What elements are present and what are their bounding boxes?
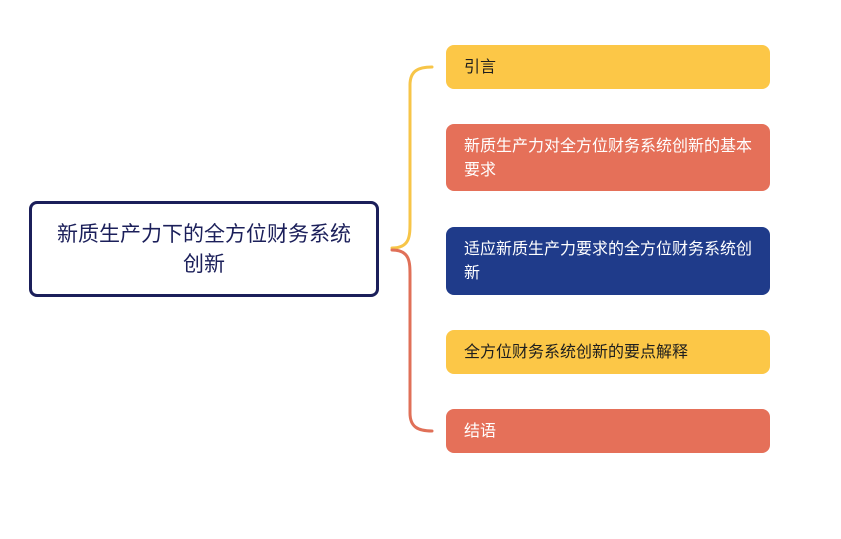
subtopic-label: 引言 xyxy=(464,57,497,76)
subtopic-node-key-points[interactable]: 全方位财务系统创新的要点解释 xyxy=(446,330,770,374)
root-topic-label: 新质生产力下的全方位财务系统创新 xyxy=(57,222,351,276)
connector-to-intro xyxy=(390,65,434,250)
subtopic-label: 适应新质生产力要求的全方位财务系统创新 xyxy=(464,239,753,282)
subtopic-node-system-innovation[interactable]: 适应新质生产力要求的全方位财务系统创新 xyxy=(446,227,770,295)
subtopic-label: 全方位财务系统创新的要点解释 xyxy=(464,342,689,361)
subtopic-label: 新质生产力对全方位财务系统创新的基本要求 xyxy=(464,135,753,179)
subtopic-node-conclusion[interactable]: 结语 xyxy=(446,409,770,453)
subtopic-node-intro[interactable]: 引言 xyxy=(446,45,770,89)
root-topic-node[interactable]: 新质生产力下的全方位财务系统创新 xyxy=(29,201,379,297)
subtopic-label: 结语 xyxy=(464,421,497,440)
connector-to-conclusion xyxy=(390,248,434,433)
subtopic-node-basic-requirements[interactable]: 新质生产力对全方位财务系统创新的基本要求 xyxy=(446,124,770,191)
